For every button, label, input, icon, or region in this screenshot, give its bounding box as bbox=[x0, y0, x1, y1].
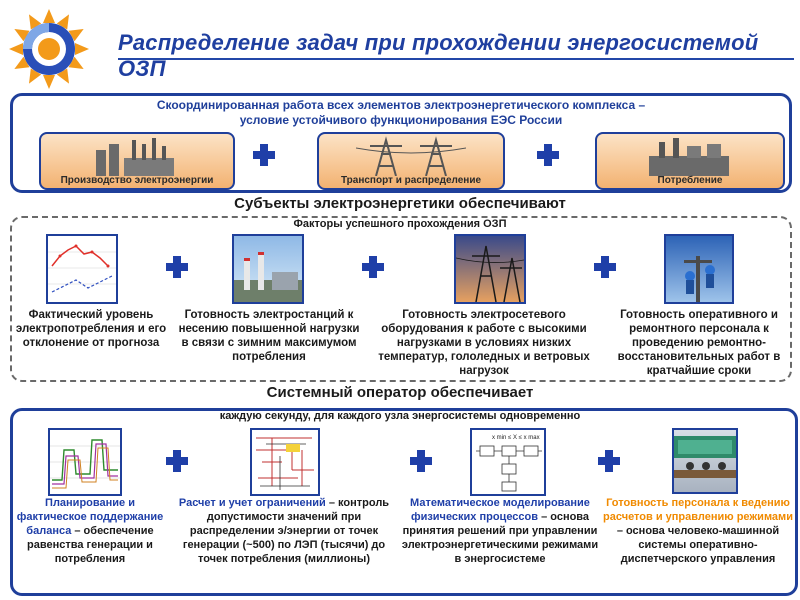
factor-plants-caption: Готовность электростанций к несению повы… bbox=[178, 309, 360, 363]
factor-grid-caption: Готовность электросетевого оборудования … bbox=[378, 309, 590, 377]
repair-crew-photo bbox=[664, 234, 734, 304]
operator-constraints-text: – контроль допустимости значений при рас… bbox=[182, 497, 390, 565]
plus-icon bbox=[537, 144, 559, 166]
plus-icon bbox=[598, 450, 620, 472]
operator-modeling-highlight: Математическое моделирование физических … bbox=[410, 497, 590, 523]
section-subjects bbox=[10, 216, 792, 382]
operator-personnel-highlight: Готовность персонала к ведению расчетов … bbox=[603, 497, 793, 523]
control-room-photo bbox=[672, 428, 738, 494]
coordination-header: Скоординированная работа всех элементов … bbox=[156, 98, 646, 127]
factory-icon bbox=[649, 138, 729, 176]
operator-constraints-highlight: Расчет и учет ограничений bbox=[178, 497, 326, 509]
operator-personnel-text: – основа человеко-машинной системы опера… bbox=[616, 525, 780, 565]
factor-personnel-caption: Готовность оперативного и ремонтного пер… bbox=[617, 309, 781, 377]
operator-modeling-caption: Математическое моделирование физических … bbox=[400, 496, 600, 566]
balance-chart-image bbox=[48, 428, 122, 496]
power-plant-icon bbox=[96, 138, 174, 176]
section-coordination: Скоординированная работа всех элементов … bbox=[10, 93, 792, 193]
panel-generation-label: Производство электроэнергии bbox=[60, 175, 214, 186]
operator-balance-text: – обеспечение равенства генерации и потр… bbox=[27, 525, 154, 565]
plus-icon bbox=[410, 450, 432, 472]
panel-transport-label: Транспорт и распределение bbox=[340, 175, 482, 186]
section-subjects-title: Субъекты электроэнергетики обеспечивают bbox=[234, 195, 566, 212]
page-title: Распределение задач при прохождении энер… bbox=[118, 30, 759, 81]
math-model-diagram: x min ≤ X ≤ x max bbox=[470, 428, 546, 496]
plus-icon bbox=[362, 256, 384, 278]
plus-icon bbox=[253, 144, 275, 166]
logo-icon bbox=[9, 9, 89, 89]
operator-balance-highlight: Планирование и фактическое поддержание б… bbox=[16, 497, 164, 537]
grid-equipment-photo bbox=[454, 234, 526, 304]
section-operator-subtitle: каждую секунду, для каждого узла энергос… bbox=[219, 410, 581, 422]
panel-consumption: Потребление bbox=[595, 132, 785, 190]
operator-personnel-caption: Готовность персонала к ведению расчетов … bbox=[600, 496, 796, 566]
panel-consumption-label: Потребление bbox=[657, 175, 723, 186]
section-subjects-subtitle: Факторы успешного прохождения ОЗП bbox=[293, 218, 507, 230]
network-scheme-image bbox=[250, 428, 320, 496]
plus-icon bbox=[166, 256, 188, 278]
operator-modeling-text: – основа принятия решений при управлении… bbox=[401, 511, 599, 565]
svg-text:x min ≤ X ≤ x max: x min ≤ X ≤ x max bbox=[492, 435, 540, 441]
section-operator-title: Системный оператор обеспечивает bbox=[266, 384, 534, 401]
operator-constraints-caption: Расчет и учет ограничений – контроль доп… bbox=[170, 496, 398, 566]
plus-icon bbox=[594, 256, 616, 278]
factor-consumption-caption: Фактический уровень электропотребления и… bbox=[15, 309, 167, 349]
plus-icon bbox=[166, 450, 188, 472]
transmission-tower-icon bbox=[356, 136, 466, 176]
power-station-photo bbox=[232, 234, 304, 304]
panel-transport: Транспорт и распределение bbox=[317, 132, 505, 190]
section-operator bbox=[10, 408, 798, 596]
panel-generation: Производство электроэнергии bbox=[39, 132, 235, 190]
operator-balance-caption: Планирование и фактическое поддержание б… bbox=[12, 496, 168, 566]
title-underline bbox=[118, 58, 794, 60]
consumption-chart-image bbox=[46, 234, 118, 304]
